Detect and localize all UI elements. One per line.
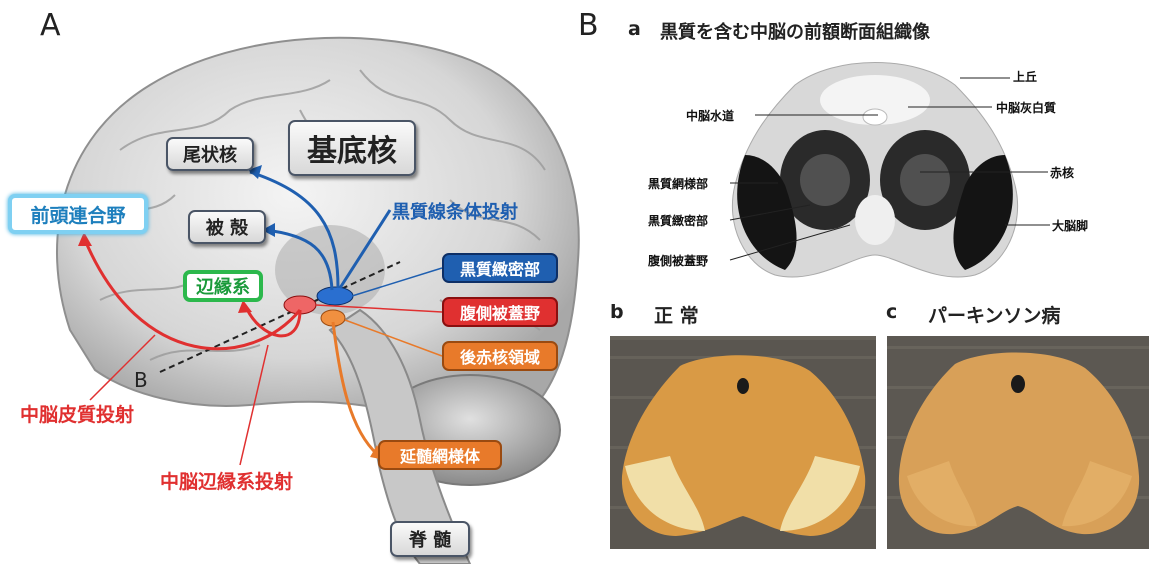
panel-b-letter: B <box>578 8 599 43</box>
sub-a-title: 黒質を含む中脳の前額断面組織像 <box>660 18 930 44</box>
parkinson-midbrain-photo <box>887 336 1149 549</box>
snc-box: 黒質緻密部 <box>442 253 558 283</box>
spinal-cord-box: 脊 髄 <box>390 521 470 557</box>
sub-c-letter: c <box>886 301 897 323</box>
limbic-box: 辺縁系 <box>183 270 263 302</box>
medulla-reticular-box: 延髄網様体 <box>378 440 502 470</box>
section-line-label: B <box>134 368 148 392</box>
mesolimbic-label: 中脳辺縁系投射 <box>160 467 293 494</box>
putamen-box: 被 殻 <box>188 210 266 244</box>
normal-midbrain-photo <box>610 336 876 549</box>
caudate-box: 尾状核 <box>166 137 254 171</box>
nigrostriatal-label: 黒質線条体投射 <box>392 198 518 224</box>
snc-nucleus <box>317 287 353 305</box>
sub-b-letter: b <box>610 301 624 323</box>
prefrontal-box: 前頭連合野 <box>8 194 148 234</box>
sub-c-title: パーキンソン病 <box>928 301 1060 328</box>
vta-box: 腹側被蓋野 <box>442 297 558 327</box>
sub-a-letter: a <box>628 18 641 40</box>
label-red-nucleus: 赤核 <box>1050 164 1074 181</box>
retrorubral-box: 後赤核領域 <box>442 341 558 371</box>
label-central-gray: 中脳灰白質 <box>996 99 1056 116</box>
label-superior-colliculus: 上丘 <box>1013 68 1037 85</box>
label-aqueduct: 中脳水道 <box>686 107 734 124</box>
sub-b-title: 正 常 <box>654 301 699 328</box>
basal-ganglia-box: 基底核 <box>288 120 416 176</box>
label-snc: 黒質緻密部 <box>648 212 708 229</box>
label-vta: 腹側被蓋野 <box>648 252 708 269</box>
label-peduncle: 大脳脚 <box>1052 217 1088 234</box>
mesocortical-label: 中脳皮質投射 <box>20 400 134 427</box>
label-snr: 黒質網様部 <box>648 175 708 192</box>
